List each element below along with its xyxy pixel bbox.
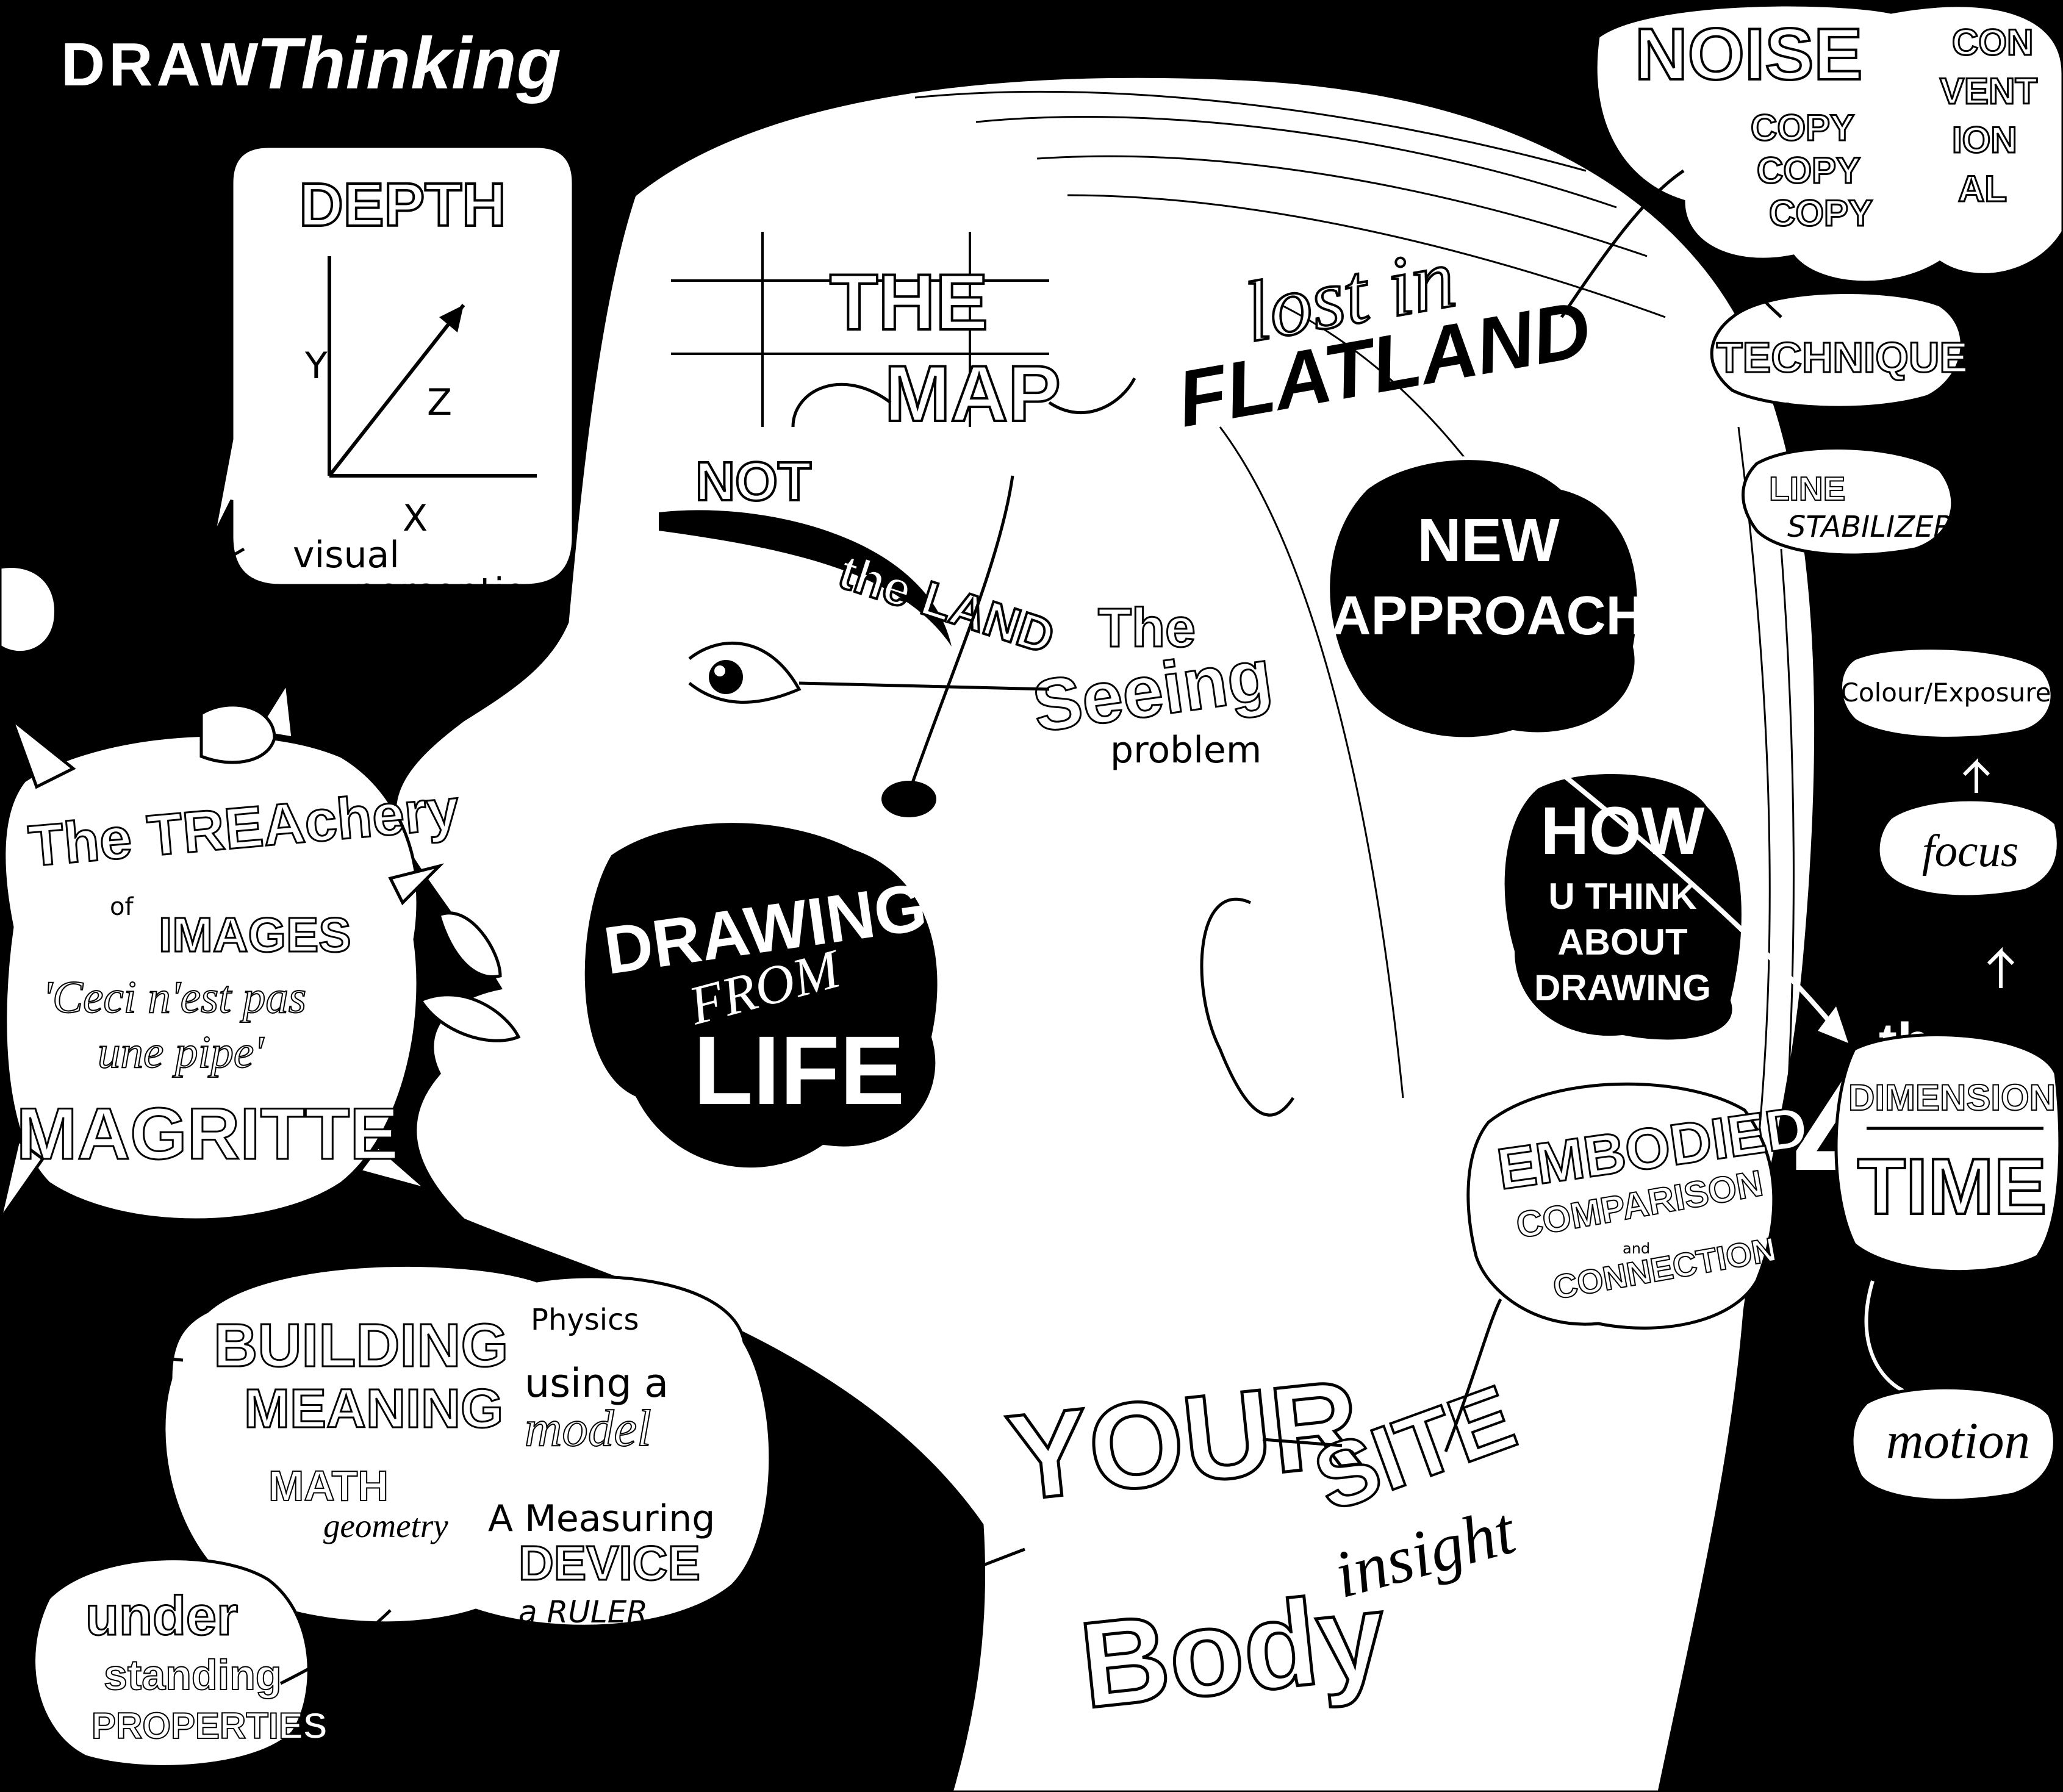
depth-axis-z: Z — [427, 381, 452, 424]
noise-title: NOISE — [1635, 13, 1862, 95]
title-draw: DRAW — [61, 30, 262, 99]
device-label: DEVICE — [518, 1536, 700, 1590]
how-line-4: DRAWING — [1534, 967, 1711, 1008]
arrow-approach-to-4th-head — [1818, 1006, 1848, 1043]
understanding-line-3: PROPERTIES — [91, 1705, 328, 1746]
arrow-focus-to-colour — [1962, 758, 1990, 793]
small-bubble-mid — [199, 703, 276, 764]
dfl-line-3: LIFE — [694, 1016, 905, 1125]
seeing-problem: problem — [1110, 729, 1261, 772]
geometry-label: geometry — [323, 1507, 448, 1544]
connector-arrows — [47, 169, 1801, 1685]
stabilizer-label: STABILIZER — [1787, 510, 1954, 544]
ear — [1200, 897, 1295, 1117]
building-label: BUILDING — [213, 1311, 508, 1380]
noise-copy-2: COPY — [1757, 150, 1860, 191]
how-you-think-blob: HOW U THINK ABOUT DRAWING — [1501, 770, 1745, 1044]
arrow-body-to-site — [1262, 1438, 1343, 1447]
noise-al: AL — [1958, 168, 2007, 209]
new-approach-blob: NEW APPROACH — [1326, 456, 1646, 741]
motion-cloud: motion — [1850, 1386, 2056, 1502]
new-approach-line-1: NEW — [1417, 506, 1560, 575]
arrow-treachery-to-building — [47, 1213, 184, 1362]
understanding-line-1: under — [85, 1586, 238, 1647]
depth-axis-y: Y — [304, 345, 328, 387]
new-approach-line-2: APPROACH — [1331, 586, 1645, 647]
motion-label: motion — [1886, 1412, 2030, 1469]
seeing-the: The — [1098, 598, 1196, 659]
model-label: model — [525, 1400, 651, 1457]
arrow-flatland-to-noise — [1560, 169, 1685, 318]
arrow-depth-to-left — [54, 547, 245, 636]
map-the: THE — [830, 257, 988, 346]
ruler-label: a RULER — [518, 1594, 648, 1630]
drawing-from-life-blob: DRAWING FROM LIFE — [581, 819, 941, 1172]
map-not: NOT — [695, 451, 811, 512]
noise-con: CON — [1952, 22, 2033, 63]
body-body: Body — [1074, 1567, 1392, 1734]
small-bubble-left — [0, 565, 57, 654]
arrow-noise-to-technique — [1749, 268, 1782, 318]
eyebrow — [659, 510, 952, 647]
technique-label: TECHNIQUE — [1717, 334, 1968, 381]
nostril — [881, 781, 936, 817]
colour-exposure-label: Colour/Exposure — [1841, 678, 2051, 708]
arrow-map-to-not — [791, 382, 892, 428]
colour-exposure-cloud: Colour/Exposure — [1839, 647, 2054, 740]
noise-vent: VENT — [1940, 71, 2037, 112]
building-meaning-cloud: BUILDING MEANING Physics using a model M… — [162, 1263, 772, 1630]
physics-label: Physics — [531, 1303, 639, 1337]
embodied-cloud: EMBODIED COMPARISON and CONNECTION — [1466, 1082, 1812, 1330]
noise-ion: ION — [1952, 120, 2017, 160]
line-stabilizer-cloud: LINE STABILIZER — [1742, 446, 1954, 557]
depth-box: DEPTH Y Z X visual perception — [212, 145, 575, 613]
lips — [389, 911, 521, 1042]
arrow-time-to-motion — [1864, 1280, 1904, 1392]
using-a-label: using a — [525, 1361, 669, 1407]
arrow-eye-to-seeing — [798, 681, 1050, 691]
arrow-technique-to-line — [1785, 402, 1801, 453]
embodied-and: and — [1623, 1240, 1650, 1257]
treachery-cloud: The TREAchery of IMAGES 'Ceci n'est pas … — [0, 678, 462, 1222]
understanding-cloud: under standing PROPERTIES — [32, 1557, 328, 1768]
how-line-1: HOW — [1541, 794, 1705, 869]
treachery-ceci-2: une pipe' — [98, 1027, 265, 1078]
how-line-2: U THINK — [1548, 876, 1696, 917]
arrow-building-to-understanding — [279, 1609, 392, 1685]
dimension-label: DIMENSION — [1848, 1077, 2056, 1118]
eye — [688, 642, 802, 704]
depth-caption-2: perception — [354, 570, 550, 613]
math-label: MATH — [268, 1462, 389, 1510]
noise-cloud: NOISE COPY COPY COPY CON VENT ION AL — [1594, 3, 2063, 284]
depth-axis-x: X — [403, 497, 428, 540]
depth-caption-1: visual — [293, 534, 400, 576]
treachery-images: IMAGES — [159, 908, 351, 962]
understanding-line-2: standing — [104, 1651, 282, 1699]
arrow-map-to-flatland — [1048, 377, 1136, 415]
meaning-label: MEANING — [244, 1378, 503, 1439]
noise-copy-3: COPY — [1769, 193, 1873, 234]
arrow-approach-to-4th — [1523, 742, 1845, 1039]
map-map: MAP — [884, 349, 1061, 438]
technique-cloud: TECHNIQUE — [1710, 291, 1969, 409]
focus-label: focus — [1922, 826, 2018, 876]
time-label: TIME — [1857, 1142, 2047, 1231]
focus-cloud: focus — [1876, 798, 2060, 898]
a-measuring-label: A Measuring — [488, 1497, 715, 1540]
noise-copy-1: COPY — [1751, 107, 1854, 148]
treachery-magritte: MAGRITTE — [16, 1093, 399, 1175]
time-cloud: DIMENSION TIME — [1834, 1033, 2062, 1274]
title-thinking: Thinking — [256, 23, 561, 104]
treachery-ceci-1: 'Ceci n'est pas — [43, 972, 306, 1023]
arrow-time-to-focus — [1987, 947, 2015, 988]
treachery-of: of — [110, 893, 134, 921]
depth-title: DEPTH — [300, 171, 506, 239]
how-line-3: ABOUT — [1557, 922, 1687, 962]
arrow-site-to-embodied — [1444, 1298, 1502, 1452]
arrow-nose-to-map — [907, 475, 1014, 794]
arrow-building-to-body — [719, 1547, 1025, 1624]
line-label: LINE — [1769, 470, 1845, 507]
